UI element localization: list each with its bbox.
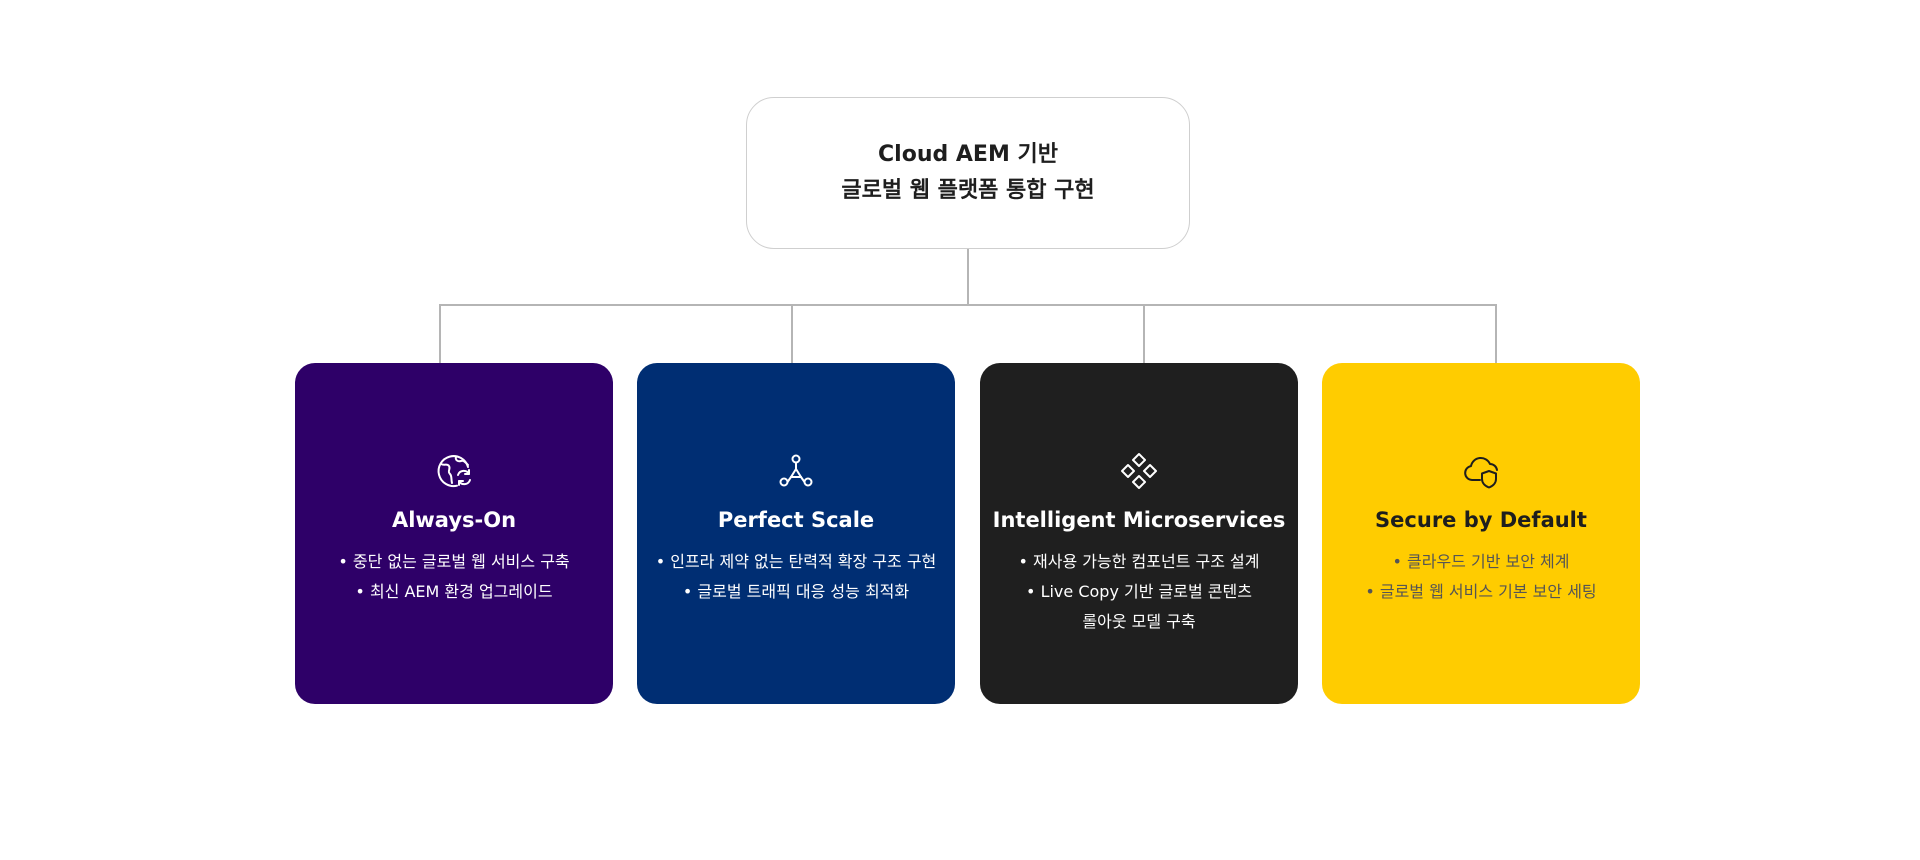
card-bullet: • 중단 없는 글로벌 웹 서비스 구축 [338,552,570,571]
card-bullet-list: • 중단 없는 글로벌 웹 서비스 구축 • 최신 AEM 환경 업그레이드 [324,547,583,607]
card-title: Perfect Scale [717,508,875,532]
card-intelligent-microservices: Intelligent Microservices • 재사용 가능한 컴포넌트… [980,363,1298,704]
card-bullet: • 최신 AEM 환경 업그레이드 [355,582,553,601]
root-node: Cloud AEM 기반 글로벌 웹 플랫폼 통합 구현 [746,97,1190,249]
card-bullet: • 재사용 가능한 컴포넌트 구조 설계 [1018,552,1260,571]
cloud-shield-icon [1464,457,1498,489]
card-perfect-scale: Perfect Scale • 인프라 제약 없는 탄력적 확장 구조 구현 •… [637,363,955,704]
card-bullet: • 글로벌 웹 서비스 기본 보안 세팅 [1365,582,1597,601]
root-title-line-1: Cloud AEM 기반 [878,142,1058,167]
card-bullet-list: • 인프라 제약 없는 탄력적 확장 구조 구현 • 글로벌 트래픽 대응 성능… [642,547,951,607]
card-always-on: Always-On • 중단 없는 글로벌 웹 서비스 구축 • 최신 AEM … [295,363,613,704]
card-title: Secure by Default [1375,508,1587,532]
globe-refresh-icon [437,455,471,488]
card-bullet: • 클라우드 기반 보안 체계 [1392,552,1570,571]
card-secure-by-default: Secure by Default • 클라우드 기반 보안 체계 • 글로벌 … [1322,363,1640,704]
diamond-grid-icon [1121,453,1157,489]
card-bullet: 롤아웃 모델 구축 [1082,612,1196,631]
card-bullet-list: • 재사용 가능한 컴포넌트 구조 설계 • Live Copy 기반 글로벌 … [1005,547,1274,637]
card-title: Intelligent Microservices [992,508,1286,532]
card-bullet: • Live Copy 기반 글로벌 콘텐츠 [1026,582,1252,601]
card-bullet: • 인프라 제약 없는 탄력적 확장 구조 구현 [655,552,937,571]
card-bullet: • 글로벌 트래픽 대응 성능 최적화 [682,582,910,601]
card-title: Always-On [391,508,517,532]
network-nodes-icon [779,454,813,487]
root-title-line-2: 글로벌 웹 플랫폼 통합 구현 [841,178,1095,203]
card-bullet-list: • 클라우드 기반 보안 체계 • 글로벌 웹 서비스 기본 보안 세팅 [1351,547,1610,607]
